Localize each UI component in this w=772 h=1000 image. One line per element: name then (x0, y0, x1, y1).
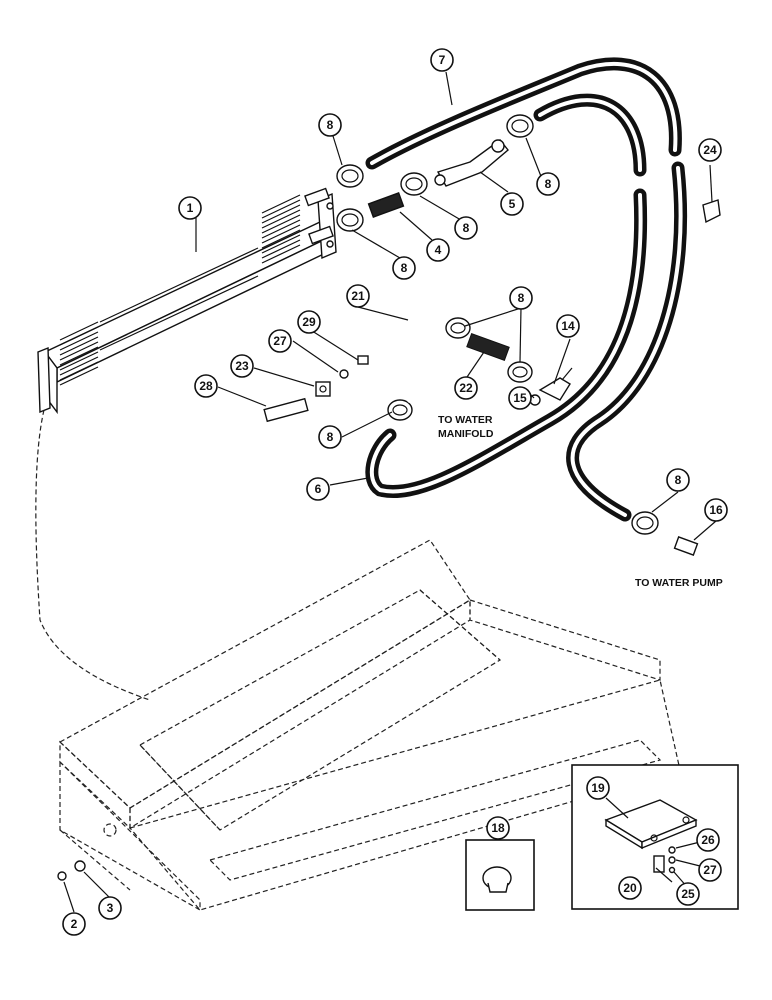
hose-clamp (507, 361, 533, 383)
hose-clamp (336, 208, 364, 232)
core-fins-left (59, 321, 99, 386)
callout-8: 8 (318, 425, 342, 449)
svg-text:8: 8 (327, 430, 334, 444)
svg-text:22: 22 (459, 381, 473, 395)
tube-21 (407, 315, 436, 403)
svg-text:8: 8 (545, 177, 552, 191)
leader-lines (63, 71, 717, 913)
svg-text:7: 7 (439, 53, 446, 67)
svg-text:24: 24 (703, 143, 717, 157)
note-to-water-manifold-line2: MANIFOLD (438, 428, 494, 440)
callout-8: 8 (454, 216, 478, 240)
callout-4: 4 (426, 238, 450, 262)
svg-text:14: 14 (561, 319, 575, 333)
bolt-29 (357, 355, 369, 365)
svg-text:15: 15 (513, 391, 527, 405)
screw-2 (57, 871, 67, 881)
svg-text:25: 25 (681, 887, 695, 901)
short-hose-22 (466, 332, 510, 362)
note-to-water-manifold-line1: TO WATER (438, 414, 493, 426)
callout-5: 5 (500, 192, 524, 216)
callout-3: 3 (98, 896, 122, 920)
callout-6: 6 (306, 477, 330, 501)
svg-text:16: 16 (709, 503, 723, 517)
callout-8: 8 (536, 172, 560, 196)
hose-clamp (387, 399, 413, 421)
svg-text:26: 26 (701, 833, 715, 847)
hose-clamp (400, 172, 428, 196)
callout-7: 7 (430, 48, 454, 72)
valve-14 (538, 367, 573, 401)
svg-text:23: 23 (235, 359, 249, 373)
callout-27: 27 (268, 329, 292, 353)
inset-box-18 (465, 839, 535, 911)
hose-6 (365, 93, 648, 498)
svg-text:28: 28 (199, 379, 213, 393)
hose-clamp (336, 164, 364, 188)
svg-text:1: 1 (187, 201, 194, 215)
svg-text:8: 8 (327, 118, 334, 132)
svg-text:3: 3 (107, 901, 114, 915)
callout-29: 29 (297, 310, 321, 334)
svg-text:8: 8 (518, 291, 525, 305)
callout-20: 20 (618, 876, 642, 900)
callout-16: 16 (704, 498, 728, 522)
svg-text:18: 18 (491, 821, 505, 835)
callout-8: 8 (509, 286, 533, 310)
valve-5 (434, 139, 509, 187)
clip-24 (702, 199, 721, 224)
alignment-line (35, 409, 151, 701)
hose-to-pump (566, 161, 688, 522)
hose-7 (365, 57, 682, 170)
svg-text:27: 27 (273, 334, 287, 348)
note-to-water-pump: TO WATER PUMP (635, 577, 723, 589)
callout-23: 23 (230, 354, 254, 378)
callout-26: 26 (696, 828, 720, 852)
svg-text:8: 8 (401, 261, 408, 275)
bracket-23 (315, 381, 331, 397)
callout-28: 28 (194, 374, 218, 398)
svg-text:21: 21 (351, 289, 365, 303)
callout-2: 2 (62, 912, 86, 936)
svg-text:6: 6 (315, 482, 322, 496)
svg-text:5: 5 (509, 197, 516, 211)
svg-text:8: 8 (675, 473, 682, 487)
hose-clamp (631, 511, 659, 535)
callout-15: 15 (508, 386, 532, 410)
fitting-16 (673, 536, 699, 556)
svg-text:27: 27 (703, 863, 717, 877)
svg-text:19: 19 (591, 781, 605, 795)
callout-25: 25 (676, 882, 700, 906)
callout-22: 22 (454, 376, 478, 400)
svg-text:4: 4 (435, 243, 442, 257)
callout-18: 18 (486, 816, 510, 840)
callout-1: 1 (178, 196, 202, 220)
hose-clamp (445, 317, 471, 339)
svg-text:20: 20 (623, 881, 637, 895)
spacer-28 (263, 397, 309, 423)
callout-8: 8 (666, 468, 690, 492)
callout-8: 8 (392, 256, 416, 280)
washer-3 (74, 860, 86, 872)
callout-8: 8 (318, 113, 342, 137)
callout-27: 27 (698, 858, 722, 882)
hose-clamp (506, 114, 534, 138)
svg-text:29: 29 (302, 315, 316, 329)
svg-text:8: 8 (463, 221, 470, 235)
callout-21: 21 (346, 284, 370, 308)
callout-24: 24 (698, 138, 722, 162)
core-fins-right (261, 194, 301, 264)
callout-19: 19 (586, 776, 610, 800)
heater-core (37, 187, 337, 415)
short-hose-4 (367, 192, 405, 218)
washer-27 (339, 369, 349, 379)
callout-14: 14 (556, 314, 580, 338)
svg-text:2: 2 (71, 917, 78, 931)
